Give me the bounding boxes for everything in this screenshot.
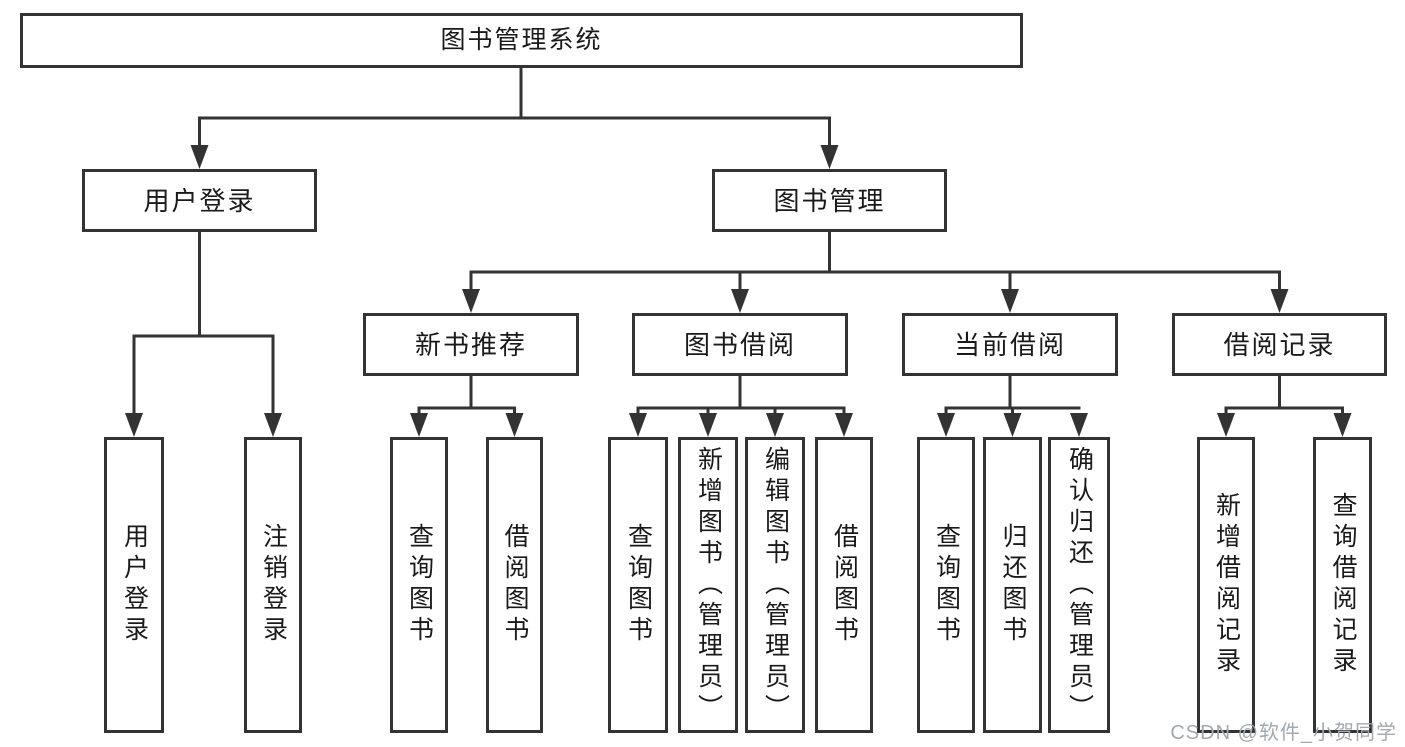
node-book-borrowing: 图书借阅 [632,313,848,376]
node-current-borrowing: 当前借阅 [902,313,1118,376]
node-query-borrow-record: 查询借阅记录 [1313,437,1372,733]
node-new-book-recommendation: 新书推荐 [363,313,579,376]
csdn-watermark: CSDN @软件_小贺同学 [1170,722,1397,744]
node-user-login: 用户登录 [82,169,317,232]
node-label: 图书管理 [773,185,886,216]
node-label: 查询图书 [932,523,961,647]
node-borrow-books-action: 借阅图书 [815,437,873,733]
node-label: 用户登录 [143,185,256,216]
node-label: 查询借阅记录 [1329,492,1357,678]
node-label: 查询图书 [624,523,653,647]
node-library-system: 图书管理系统 [20,13,1023,68]
node-borrow-books-recommend: 借阅图书 [486,437,543,733]
node-query-books-current: 查询图书 [917,437,975,733]
node-label: 图书借阅 [683,329,796,360]
node-label: 编辑图书（管理员） [761,445,790,725]
node-label: 新增图书（管理员） [694,445,723,725]
node-edit-book-admin: 编辑图书（管理员） [745,437,805,733]
node-label: 查询图书 [405,523,434,647]
node-label: 新书推荐 [414,329,527,360]
node-label: 借阅记录 [1223,329,1336,360]
node-label: 图书管理系统 [440,26,603,54]
node-query-books-recommend: 查询图书 [390,437,448,733]
node-logout: 注销登录 [244,437,302,733]
node-add-book-admin: 新增图书（管理员） [678,437,738,733]
node-label: 归还图书 [999,523,1027,647]
node-add-borrow-record: 新增借阅记录 [1197,437,1255,733]
node-query-books-borrow: 查询图书 [608,437,668,733]
node-return-books: 归还图书 [983,437,1042,733]
node-book-management: 图书管理 [712,169,947,232]
node-label: 注销登录 [259,523,288,647]
node-label: 借阅图书 [501,523,529,647]
node-label: 当前借阅 [953,329,1066,360]
node-label: 确认归还（管理员） [1065,445,1094,725]
node-borrowing-records: 借阅记录 [1172,313,1387,376]
node-label: 用户登录 [120,523,149,647]
node-label: 新增借阅记录 [1212,492,1241,678]
node-user-login-action: 用户登录 [104,437,164,733]
node-label: 借阅图书 [830,523,859,647]
node-confirm-return-admin: 确认归还（管理员） [1048,437,1110,733]
